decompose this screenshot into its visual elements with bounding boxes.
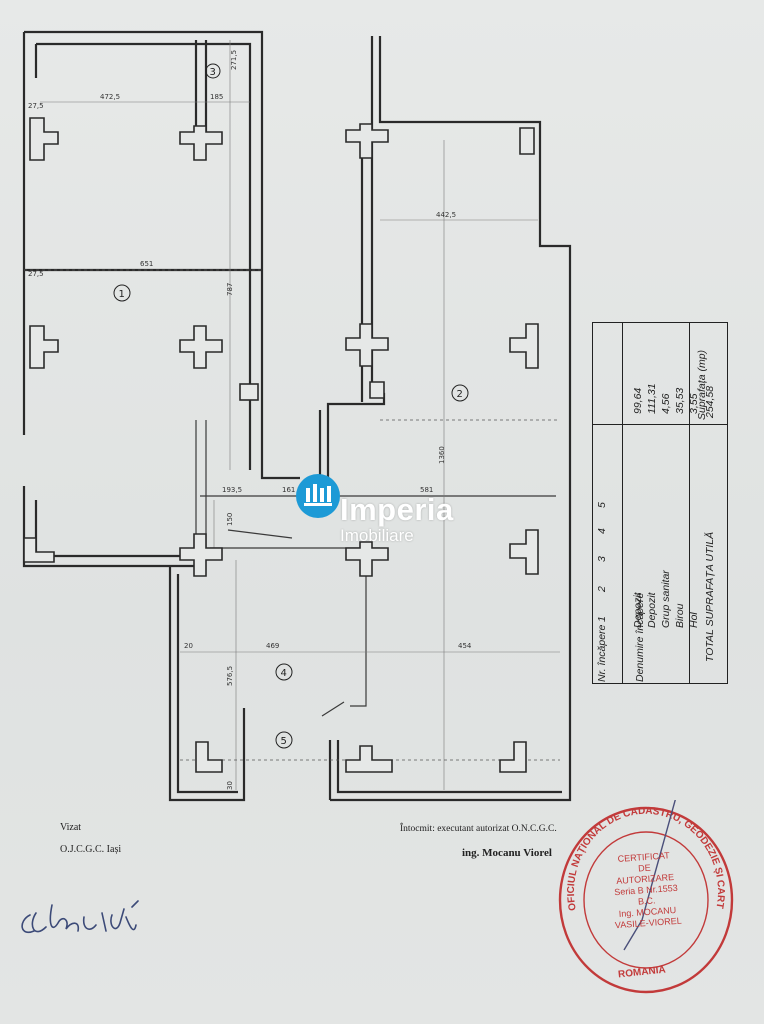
row-1-name: Depozit (632, 592, 644, 628)
dimension-label: 442,5 (436, 211, 456, 219)
row-2-nr: 2 (596, 586, 608, 592)
dimension-label: 651 (140, 260, 153, 268)
dimension-label: 472,5 (100, 93, 120, 101)
stamp-ring: OFICIUL NAȚIONAL DE CADASTRU, GEODEZIE Ș… (550, 789, 734, 994)
dimension-label: 27,5 (28, 270, 44, 278)
row-1-area: 99,64 (632, 387, 644, 414)
dimension-label: 271,5 (230, 50, 238, 70)
row-5-area: 3,55 (688, 393, 700, 414)
room-number-5: 5 (275, 731, 293, 749)
wall-partition (195, 420, 556, 717)
total-area: 254,58 (704, 385, 716, 418)
dimension-label: 1360 (438, 446, 446, 464)
ojcgc-label: O.J.C.G.C. Iași (60, 844, 122, 855)
imperia-logo-icon (296, 474, 340, 518)
row-1-nr: 1 (596, 616, 608, 622)
svg-text:1: 1 (119, 289, 125, 300)
engineer-name: ing. Mocanu Viorel (462, 847, 552, 859)
grid-lines (40, 40, 560, 790)
dimension-label: 20 (184, 642, 193, 650)
dimension-label: 581 (420, 486, 433, 494)
watermark-name: Imperia (340, 492, 454, 527)
table-header-divider (592, 424, 728, 425)
handwritten-signature (21, 900, 139, 934)
header-nr: Nr. încăpere (596, 624, 608, 682)
svg-text:2: 2 (457, 389, 463, 400)
stamp-signature-stroke (623, 789, 679, 951)
row-3-nr: 3 (596, 556, 608, 562)
stamp-inner-text: CERTIFICAT DE AUTORIZARE Seria B Nr.1553… (597, 849, 694, 932)
row-2-name: Depozit (646, 592, 658, 628)
imperia-watermark: Imperia Imobiliare (296, 472, 486, 552)
wall-outline-left (22, 30, 300, 480)
room-number-3: 3 (205, 63, 221, 79)
pillars (23, 117, 539, 773)
wall-room3 (194, 40, 208, 132)
watermark-subtitle: Imobiliare (340, 526, 414, 545)
svg-text:3: 3 (210, 67, 216, 78)
official-stamp: OFICIUL NAȚIONAL DE CADASTRU, GEODEZIE Ș… (550, 789, 738, 1000)
table-column-name (622, 322, 690, 684)
vizat-label: Vizat (60, 822, 82, 833)
row-4-name: Birou (674, 603, 686, 628)
row-2-area: 111,31 (646, 383, 658, 414)
row-3-area: 4,56 (660, 393, 672, 414)
room-number-2: 2 (451, 384, 469, 402)
dimension-label: 193,5 (222, 486, 242, 494)
row-3-name: Grup sanitar (660, 570, 672, 628)
dimension-label: 150 (226, 513, 234, 526)
row-5-nr: 5 (596, 502, 608, 508)
dimension-label: 469 (266, 642, 279, 650)
svg-text:4: 4 (281, 668, 287, 679)
dimension-label: 185 (210, 93, 223, 101)
dimension-label: 576,5 (226, 666, 234, 686)
total-label: TOTAL SUPRAFAȚA UTILĂ (704, 531, 716, 662)
row-5-name: Hol (688, 612, 700, 628)
room-number-4: 4 (275, 663, 293, 681)
row-4-nr: 4 (596, 528, 608, 534)
dimension-label: 454 (458, 642, 472, 650)
dimension-label: 787 (226, 283, 234, 296)
room-number-1: 1 (113, 284, 131, 302)
author-label: Întocmit: executant autorizat O.N.C.G.C. (400, 824, 557, 834)
dimension-label: 30 (226, 781, 234, 790)
dimension-label: 27,5 (28, 102, 44, 110)
dimension-label: 161 (282, 486, 295, 494)
area-table: Nr. încăpere Denumire încăpere Suprafața… (592, 322, 728, 684)
table-border (592, 322, 728, 684)
dashed-grid (24, 269, 560, 761)
svg-text:5: 5 (281, 736, 287, 747)
row-4-area: 35,53 (674, 387, 686, 414)
table-column-nr (592, 322, 623, 684)
